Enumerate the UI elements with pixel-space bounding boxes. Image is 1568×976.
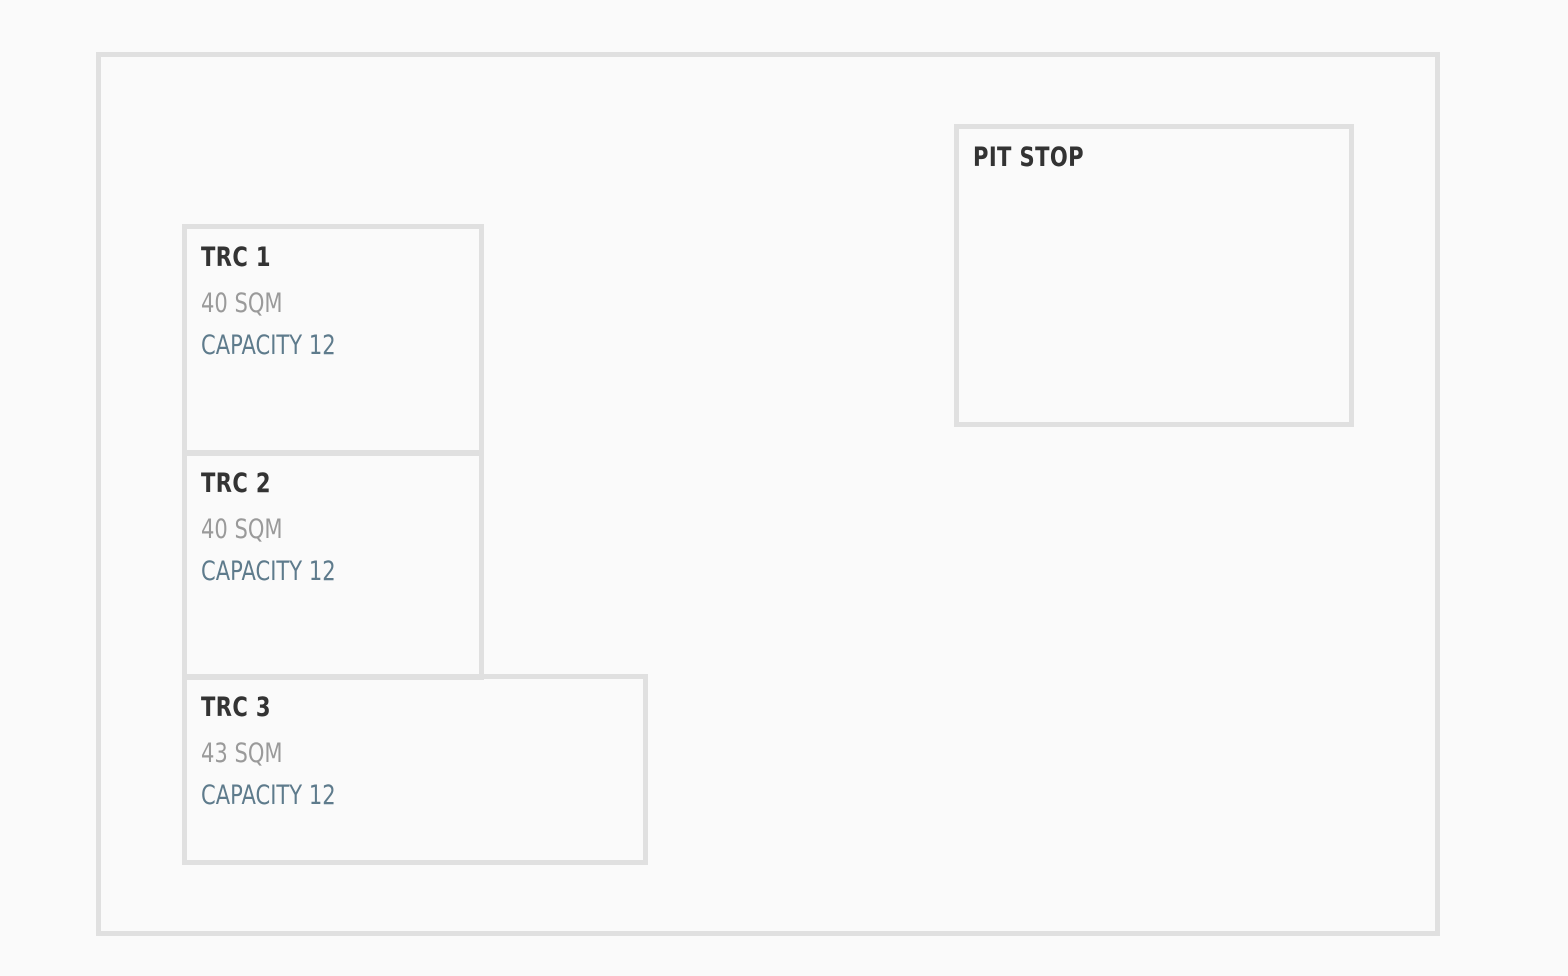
room-trc-2[interactable]: TRC 2 40 SQM CAPACITY 12 [182,450,484,680]
room-name: TRC 1 [201,242,271,273]
room-area: 43 SQM [201,738,283,769]
room-capacity: CAPACITY 12 [201,556,336,587]
room-capacity: CAPACITY 12 [201,330,336,361]
room-pit-stop[interactable]: PIT STOP [954,124,1354,427]
room-trc-1[interactable]: TRC 1 40 SQM CAPACITY 12 [182,224,484,456]
room-trc-3[interactable]: TRC 3 43 SQM CAPACITY 12 [182,674,648,865]
room-area: 40 SQM [201,514,283,545]
room-name: TRC 3 [201,692,271,723]
floor-plan [96,52,1440,936]
room-area: 40 SQM [201,288,283,319]
room-capacity: CAPACITY 12 [201,780,336,811]
room-name: TRC 2 [201,468,271,499]
room-name: PIT STOP [973,142,1084,173]
